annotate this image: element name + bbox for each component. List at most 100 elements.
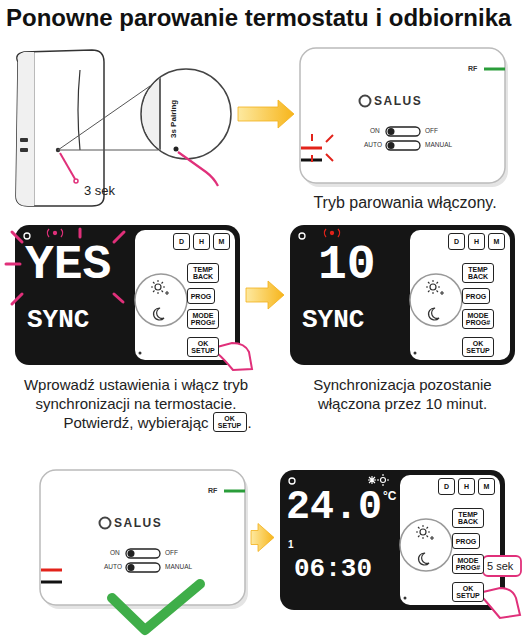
radio-icon	[324, 229, 339, 237]
device-label: OFF	[425, 128, 438, 135]
pressing-hand	[217, 343, 252, 370]
button-key: D	[438, 478, 455, 495]
radio-icon	[47, 229, 62, 237]
button-key: TEMP BACK	[452, 508, 484, 528]
receiver-body	[40, 470, 248, 609]
key-label: D	[454, 238, 459, 245]
caption-text: .	[248, 414, 252, 431]
duration-label: 5 sek	[487, 560, 513, 574]
display-text: 10	[318, 241, 376, 289]
display-text: SYNC	[302, 307, 364, 333]
key-label: D	[179, 238, 184, 245]
key-label: PROG	[456, 538, 477, 545]
device-label: RF	[208, 487, 217, 494]
device-label: RF	[468, 65, 477, 72]
page-title: Ponowne parowanie termostatu i odbiornik…	[6, 4, 511, 32]
receiver-body	[300, 48, 508, 187]
key-label: MODE PROG#	[453, 557, 483, 571]
thermostat-body	[290, 225, 515, 365]
device-label: ON	[370, 128, 380, 135]
device-label: MANUAL	[425, 142, 452, 149]
blink-rays	[6, 229, 124, 304]
key-label: TEMP BACK	[188, 266, 218, 280]
pressing-hand	[483, 588, 520, 618]
display-text: SYNC	[27, 307, 89, 333]
key-label: MODE PROG#	[463, 312, 493, 326]
key-label: PROG	[191, 293, 212, 300]
callout-box	[483, 556, 521, 576]
device-label: SALUS	[374, 95, 422, 107]
key-label: H	[199, 238, 204, 245]
button-key: MODE PROG#	[187, 309, 219, 329]
button-key: PROG	[462, 288, 490, 304]
thermostat: YES SYNC D H M TEMP BACK PROG MODE PROG# OK SETU…	[15, 225, 240, 365]
button-key: OK SETUP	[187, 337, 219, 357]
key-label: TEMP BACK	[453, 511, 483, 525]
device-label: AUTO	[364, 142, 382, 149]
status-icons	[368, 474, 389, 486]
key-label: MODE PROG#	[188, 312, 218, 326]
device-label: MANUAL	[165, 564, 192, 571]
device-label: AUTO	[104, 564, 122, 571]
receiver-front: SALUS RF ON OFF AUTO MANUAL	[300, 48, 505, 183]
button-key: M	[213, 233, 230, 250]
button-key: H	[458, 478, 475, 495]
caption-text: Synchronizacja pozostanie włączona przez…	[290, 376, 515, 414]
key-label: OK SETUP	[214, 415, 246, 429]
flow-arrow	[238, 100, 294, 128]
button-key: PROG	[452, 533, 480, 549]
button-key: M	[478, 478, 495, 495]
key-label: H	[474, 238, 479, 245]
key-label: OK SETUP	[453, 585, 483, 599]
key-label: M	[494, 238, 500, 245]
key-label: PROG	[466, 293, 487, 300]
button-key: H	[193, 233, 210, 250]
flow-arrow	[246, 281, 284, 309]
button-key: M	[488, 233, 505, 250]
flow-arrow	[251, 524, 274, 552]
thermostat-body	[280, 470, 505, 610]
receiver-front: SALUS RF ON OFF AUTO MANUAL	[40, 470, 245, 605]
button-key: MODE PROG#	[452, 554, 484, 574]
button-key: D	[448, 233, 465, 250]
thermostat-body	[15, 225, 240, 365]
receiver-side-view	[16, 50, 158, 206]
display-text: 06:30	[294, 556, 372, 582]
button-key: TEMP BACK	[187, 263, 219, 283]
display-text: 1	[288, 540, 294, 550]
connector-layer	[238, 100, 294, 552]
button-key: TEMP BACK	[462, 263, 494, 283]
display-text: YES	[25, 241, 111, 289]
key-label: OK SETUP	[463, 340, 493, 354]
zoom-circle-art	[130, 60, 231, 186]
thermostat: 10SYNC D H M TEMP BACK PROG MODE PROG# OK SETUP	[290, 225, 515, 365]
device-label: SALUS	[114, 517, 162, 529]
key-label: M	[484, 483, 490, 490]
button-key: PROG	[187, 288, 215, 304]
caption-text: Tryb parowania włączony.	[300, 193, 510, 213]
button-key: D	[173, 233, 190, 250]
key-label: TEMP BACK	[463, 266, 493, 280]
blinking-led	[312, 134, 333, 162]
zoom-circle: 3s Pairing	[140, 68, 232, 160]
thermostat: 24.0°C 106:30 D H M TEMP BACK PROG MODE PROG# OK…	[280, 470, 505, 610]
key-label: M	[219, 238, 225, 245]
key-label: 3s Pairing	[170, 100, 178, 138]
key-label: H	[464, 483, 469, 490]
key-label: OK SETUP	[188, 340, 218, 354]
display-text: °C	[383, 490, 396, 502]
button-key: H	[468, 233, 485, 250]
duration-label: 3 sek	[84, 183, 115, 199]
caption-text: Wprowadź ustawienia i włącz tryb synchro…	[8, 376, 264, 432]
device-label: ON	[110, 550, 120, 557]
display-text: 24.0	[286, 488, 382, 528]
device-label: OFF	[165, 550, 178, 557]
check-mark	[112, 584, 200, 630]
key-label: D	[444, 483, 449, 490]
button-key: OK SETUP	[452, 582, 484, 602]
inline-button: OK SETUP	[213, 412, 247, 432]
button-key: MODE PROG#	[462, 309, 494, 329]
button-key: OK SETUP	[462, 337, 494, 357]
